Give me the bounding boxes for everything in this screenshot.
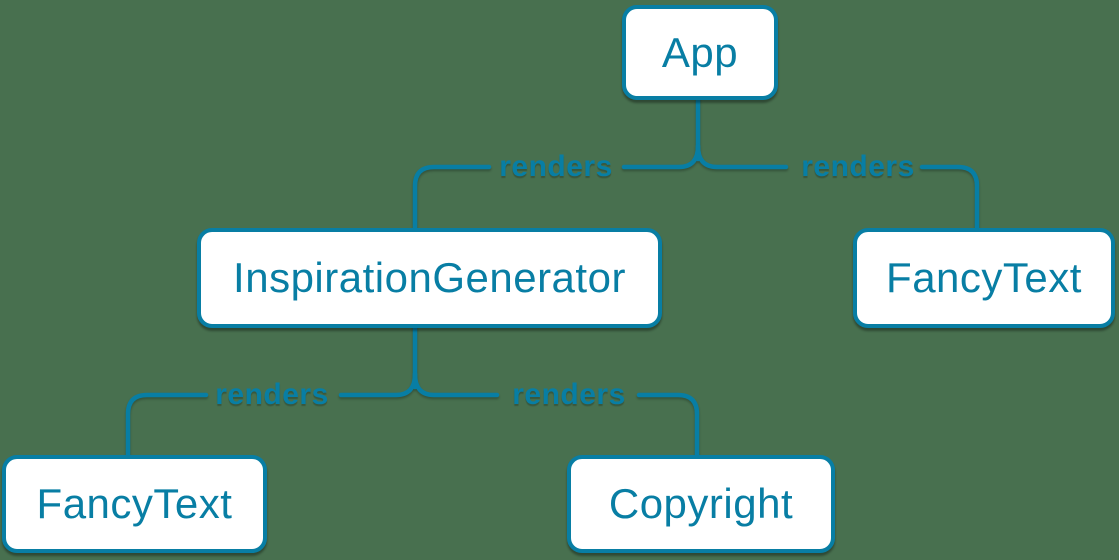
node-copyright-label: Copyright — [608, 480, 794, 527]
node-app-label: App — [661, 28, 739, 76]
edge-label-app-fancytext: renders — [801, 150, 915, 183]
edge-label-inspiration-fancytext: renders — [215, 378, 329, 411]
edge-label-app-inspiration: renders — [499, 150, 613, 183]
connector-inspiration-to-fancytext-right-segment — [338, 371, 418, 398]
connector-inspiration-to-copyright-right-segment — [636, 392, 700, 460]
node-inspiration-generator-label: InspirationGenerator — [233, 254, 626, 301]
node-fancy-text-bottom: FancyText — [2, 455, 267, 553]
connector-app-to-fancytext-right-segment — [919, 164, 980, 233]
connector-inspiration-to-copyright-left-segment — [412, 371, 500, 398]
node-fancy-text-top-label: FancyText — [886, 254, 1082, 301]
connector-app-to-fancytext-left-segment — [695, 143, 789, 170]
connector-inspiration-to-fancytext-left-segment — [125, 392, 209, 460]
node-copyright: Copyright — [567, 455, 835, 553]
connector-app-to-inspiration-left-segment — [412, 164, 492, 233]
node-inspiration-generator: InspirationGenerator — [197, 228, 662, 328]
node-fancy-text-bottom-label: FancyText — [36, 480, 233, 527]
connector-app-to-inspiration-right-segment — [621, 143, 701, 170]
node-app: App — [622, 5, 778, 100]
node-fancy-text-top: FancyText — [853, 228, 1115, 328]
edge-label-inspiration-copyright: renders — [512, 378, 626, 411]
